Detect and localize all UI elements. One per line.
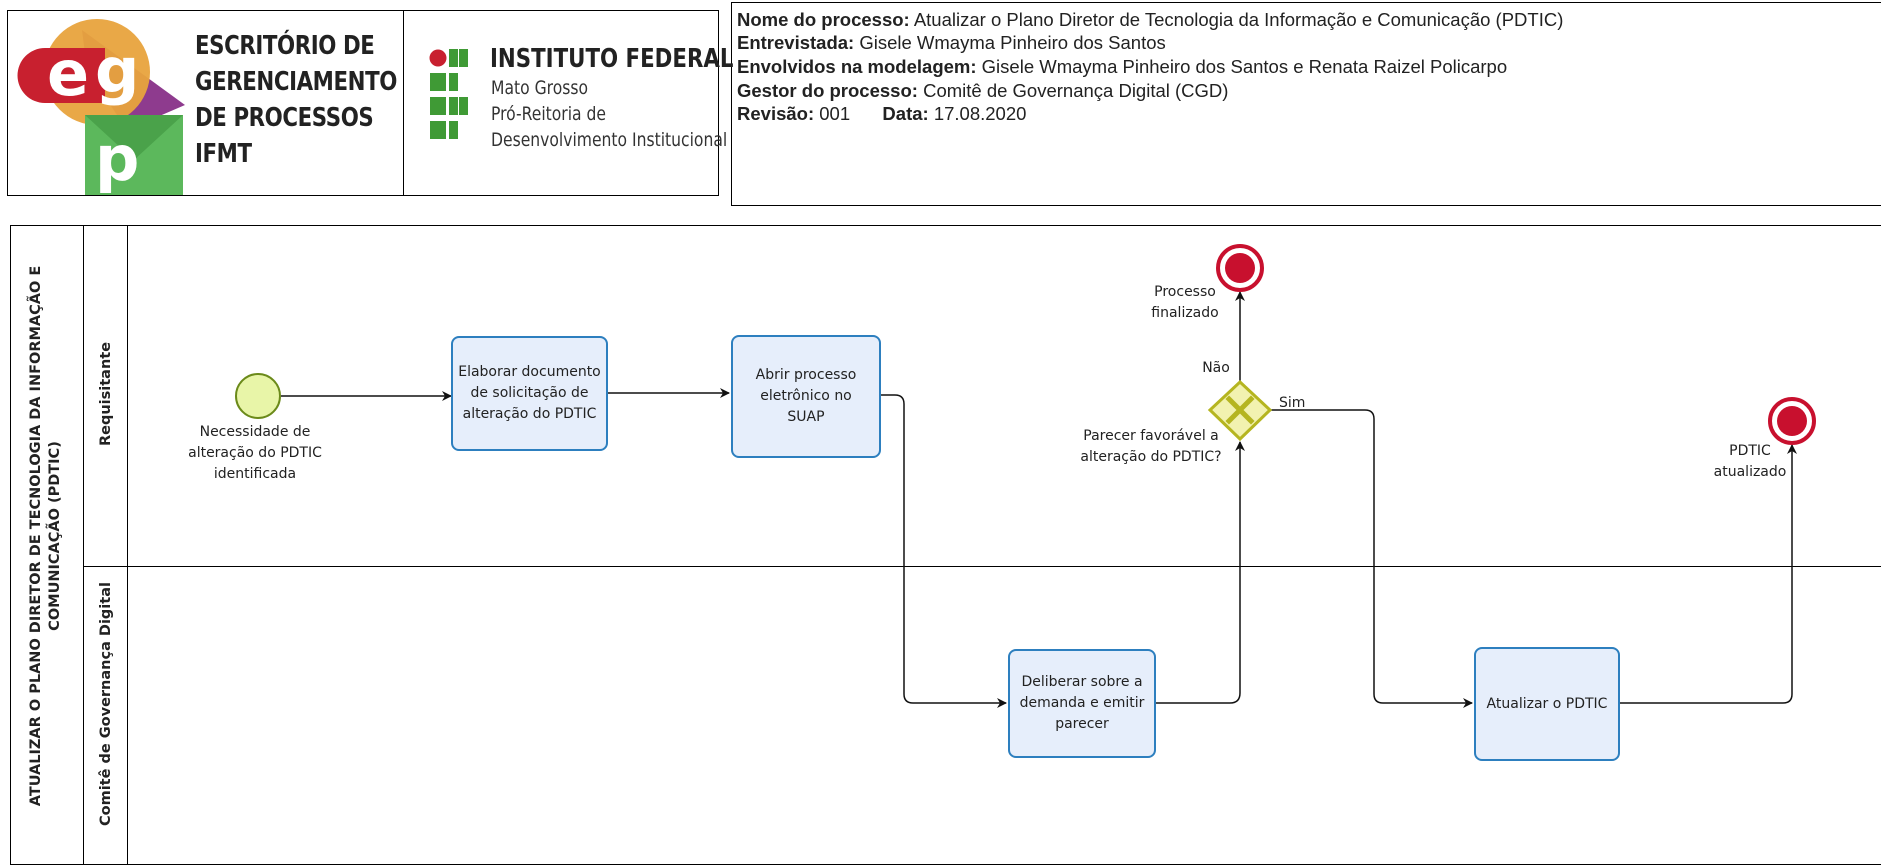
egp-title: ESCRITÓRIO DE GERENCIAMENTO DE PROCESSOS… (195, 31, 397, 169)
end-event-atualizado-label: PDTIC atualizado (1713, 443, 1787, 480)
lane-separator (84, 566, 1881, 567)
start-event-icon (235, 373, 281, 419)
flow-deliberar-to-gateway (1155, 441, 1245, 704)
instituto-line-2: Pró-Reitoria de (491, 103, 607, 125)
lane-label-column (84, 225, 128, 865)
process-info-box (731, 2, 1881, 206)
info-processo: Nome do processo: Atualizar o Plano Dire… (737, 9, 1564, 30)
instituto-title: INSTITUTO FEDERAL (490, 44, 734, 74)
end-event-atualizado-icon (1768, 397, 1816, 445)
svg-text:g: g (95, 34, 139, 107)
info-entrevistada: Entrevistada: Gisele Wmayma Pinheiro dos… (737, 32, 1166, 53)
flow-atualizar-to-end (1619, 444, 1797, 704)
instituto-federal-logo-icon (429, 49, 468, 139)
sequence-flows (235, 244, 1816, 708)
exclusive-gateway-icon (1207, 379, 1273, 442)
flow-abrir-to-deliberar (879, 394, 1007, 708)
svg-text:e: e (47, 37, 89, 110)
gateway-no-label: Não (1202, 360, 1230, 376)
info-gestor: Gestor do processo: Comitê de Governança… (737, 80, 1229, 101)
egp-logo-icon: e g p (17, 19, 185, 195)
gateway-question-label: Parecer favorável a alteração do PDTIC? (1080, 428, 1222, 465)
task-elaborar-documento: Elaborar documento de solicitação de alt… (451, 336, 608, 451)
end-event-finalizado-label: Processo finalizado (1151, 284, 1219, 321)
gateway-yes-label: Sim (1279, 395, 1306, 411)
info-envolvidos: Envolvidos na modelagem: Gisele Wmayma P… (737, 56, 1508, 77)
task-deliberar-parecer: Deliberar sobre a demanda e emitir parec… (1008, 649, 1156, 758)
end-event-finalizado-icon (1216, 244, 1264, 292)
start-event-label: Necessidade de alteração do PDTIC identi… (188, 424, 322, 482)
info-revisao: Revisão: 001 Data: 17.08.2020 (737, 103, 1027, 124)
task-abrir-processo-suap: Abrir processo eletrônico no SUAP (731, 335, 881, 458)
instituto-line-1: Mato Grosso (491, 77, 589, 99)
pool-label-column (10, 225, 84, 865)
svg-text:p: p (95, 122, 139, 195)
flow-gateway-yes-to-atualizar (1270, 409, 1473, 708)
task-atualizar-pdtic: Atualizar o PDTIC (1474, 647, 1620, 761)
instituto-line-3: Desenvolvimento Institucional (491, 129, 728, 151)
